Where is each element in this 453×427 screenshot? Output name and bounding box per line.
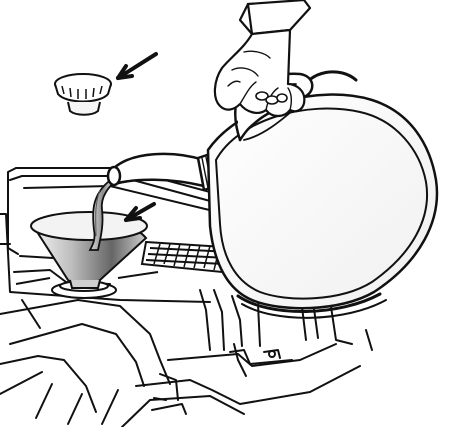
hand <box>215 0 310 116</box>
arrow-cap <box>118 54 156 78</box>
arrow-funnel <box>126 204 154 220</box>
water-tank-cap <box>55 74 111 115</box>
